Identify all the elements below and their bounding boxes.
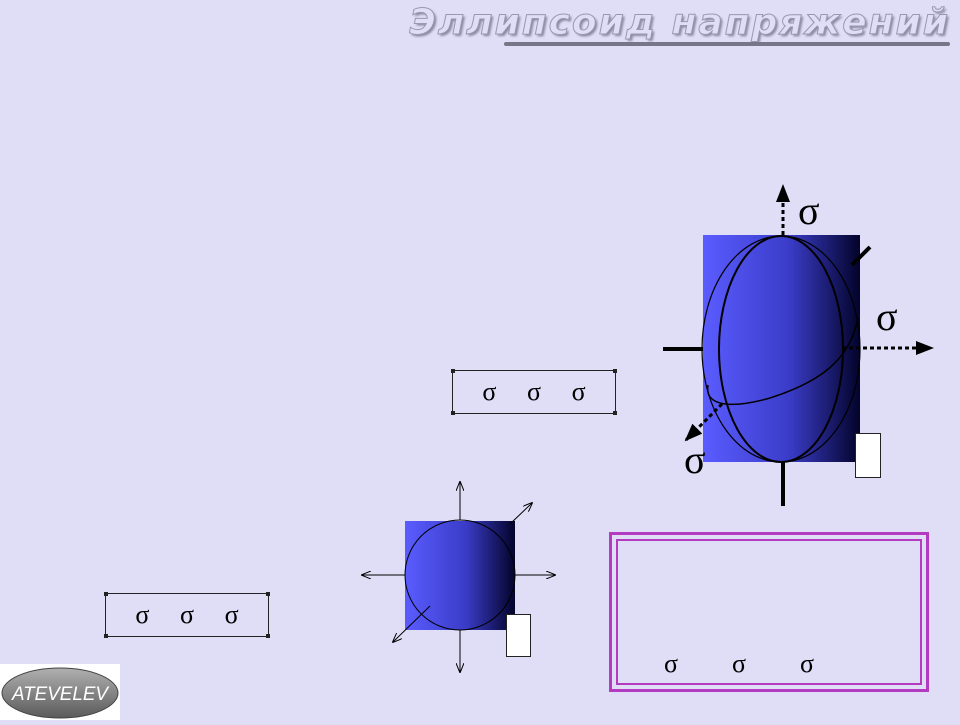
ellipsoid-figure	[663, 184, 934, 506]
result-frame-inner	[616, 539, 922, 685]
slide-title: Эллипсоид напряжений	[409, 2, 950, 44]
sigma-box-bottom-2: σ	[179, 600, 194, 629]
sigma-box-top-1: σ	[482, 377, 497, 406]
sphere-figure	[362, 482, 555, 672]
result-sigma-1: σ	[664, 649, 679, 678]
title-underline	[504, 42, 950, 46]
sphere-arrow-diag-down	[393, 605, 431, 642]
ellipsoid-arrow-diag	[684, 402, 724, 442]
logo: ATEVELEV	[0, 664, 120, 720]
result-sigma-3: σ	[799, 649, 814, 678]
sigma-box-top-3: σ	[571, 377, 586, 406]
sigma-box-top: σ σ σ	[451, 369, 617, 415]
logo-mark: ATEVELEV	[1, 667, 119, 719]
label-sigma-bottom-left: σ	[684, 437, 706, 482]
sigma-box-bottom-left: σ σ σ	[104, 592, 270, 638]
label-sigma-right: σ	[876, 294, 898, 339]
ellipsoid-equator	[707, 317, 859, 406]
label-sigma-top: σ	[798, 188, 820, 233]
result-sigmas: σ σ σ	[664, 649, 814, 679]
sigma-box-top-2: σ	[526, 377, 541, 406]
axis-stub-diag	[850, 245, 872, 267]
sphere-label-placeholder	[506, 614, 531, 657]
ellipsoid-label-placeholder	[855, 433, 881, 478]
result-frame: σ σ σ	[609, 532, 929, 692]
sphere-arrow-diag-up	[509, 503, 532, 525]
logo-text: ATEVELEV	[11, 684, 110, 705]
ellipsoid-gradient-rect	[703, 235, 860, 462]
sigma-box-bottom-1: σ	[135, 600, 150, 629]
sigma-box-bottom-3: σ	[224, 600, 239, 629]
result-sigma-2: σ	[731, 649, 746, 678]
